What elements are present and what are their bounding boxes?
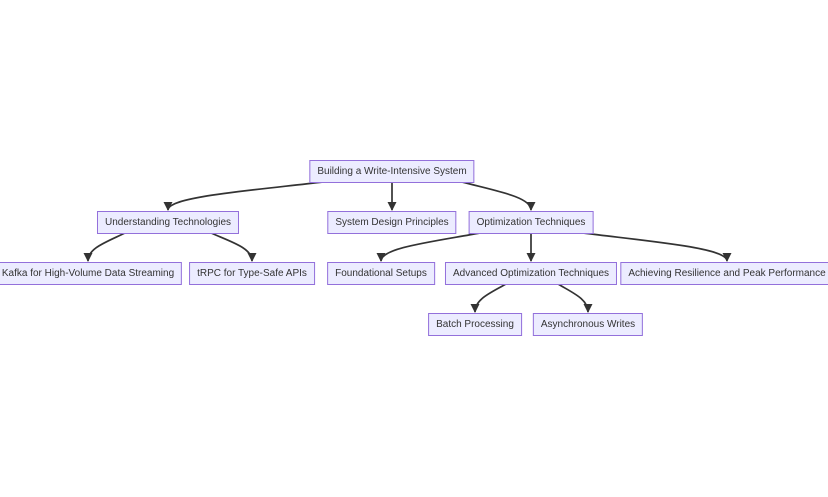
node-label: Kafka for High-Volume Data Streaming bbox=[1, 268, 175, 279]
node-understanding: Understanding Technologies bbox=[96, 211, 240, 234]
node-label: Batch Processing bbox=[436, 319, 514, 330]
node-label: Understanding Technologies bbox=[104, 217, 232, 228]
node-optimization: Optimization Techniques bbox=[468, 211, 594, 234]
node-root: Building a Write-Intensive System bbox=[309, 160, 475, 183]
node-label: Achieving Resilience and Peak Performanc… bbox=[628, 268, 826, 279]
node-async: Asynchronous Writes bbox=[532, 313, 644, 336]
node-design: System Design Principles bbox=[327, 211, 457, 234]
node-label: Foundational Setups bbox=[335, 268, 427, 279]
node-resilience: Achieving Resilience and Peak Performanc… bbox=[620, 262, 828, 285]
node-label: Advanced Optimization Techniques bbox=[452, 268, 610, 279]
node-label: Optimization Techniques bbox=[476, 217, 586, 228]
node-batch: Batch Processing bbox=[428, 313, 522, 336]
node-trpc: tRPC for Type-Safe APIs bbox=[189, 262, 315, 285]
node-foundational: Foundational Setups bbox=[327, 262, 435, 285]
node-label: System Design Principles bbox=[335, 217, 449, 228]
node-advanced: Advanced Optimization Techniques bbox=[444, 262, 618, 285]
node-kafka: Kafka for High-Volume Data Streaming bbox=[0, 262, 183, 285]
node-label: Asynchronous Writes bbox=[540, 319, 636, 330]
node-label: tRPC for Type-Safe APIs bbox=[197, 268, 307, 279]
node-label: Building a Write-Intensive System bbox=[317, 166, 467, 177]
